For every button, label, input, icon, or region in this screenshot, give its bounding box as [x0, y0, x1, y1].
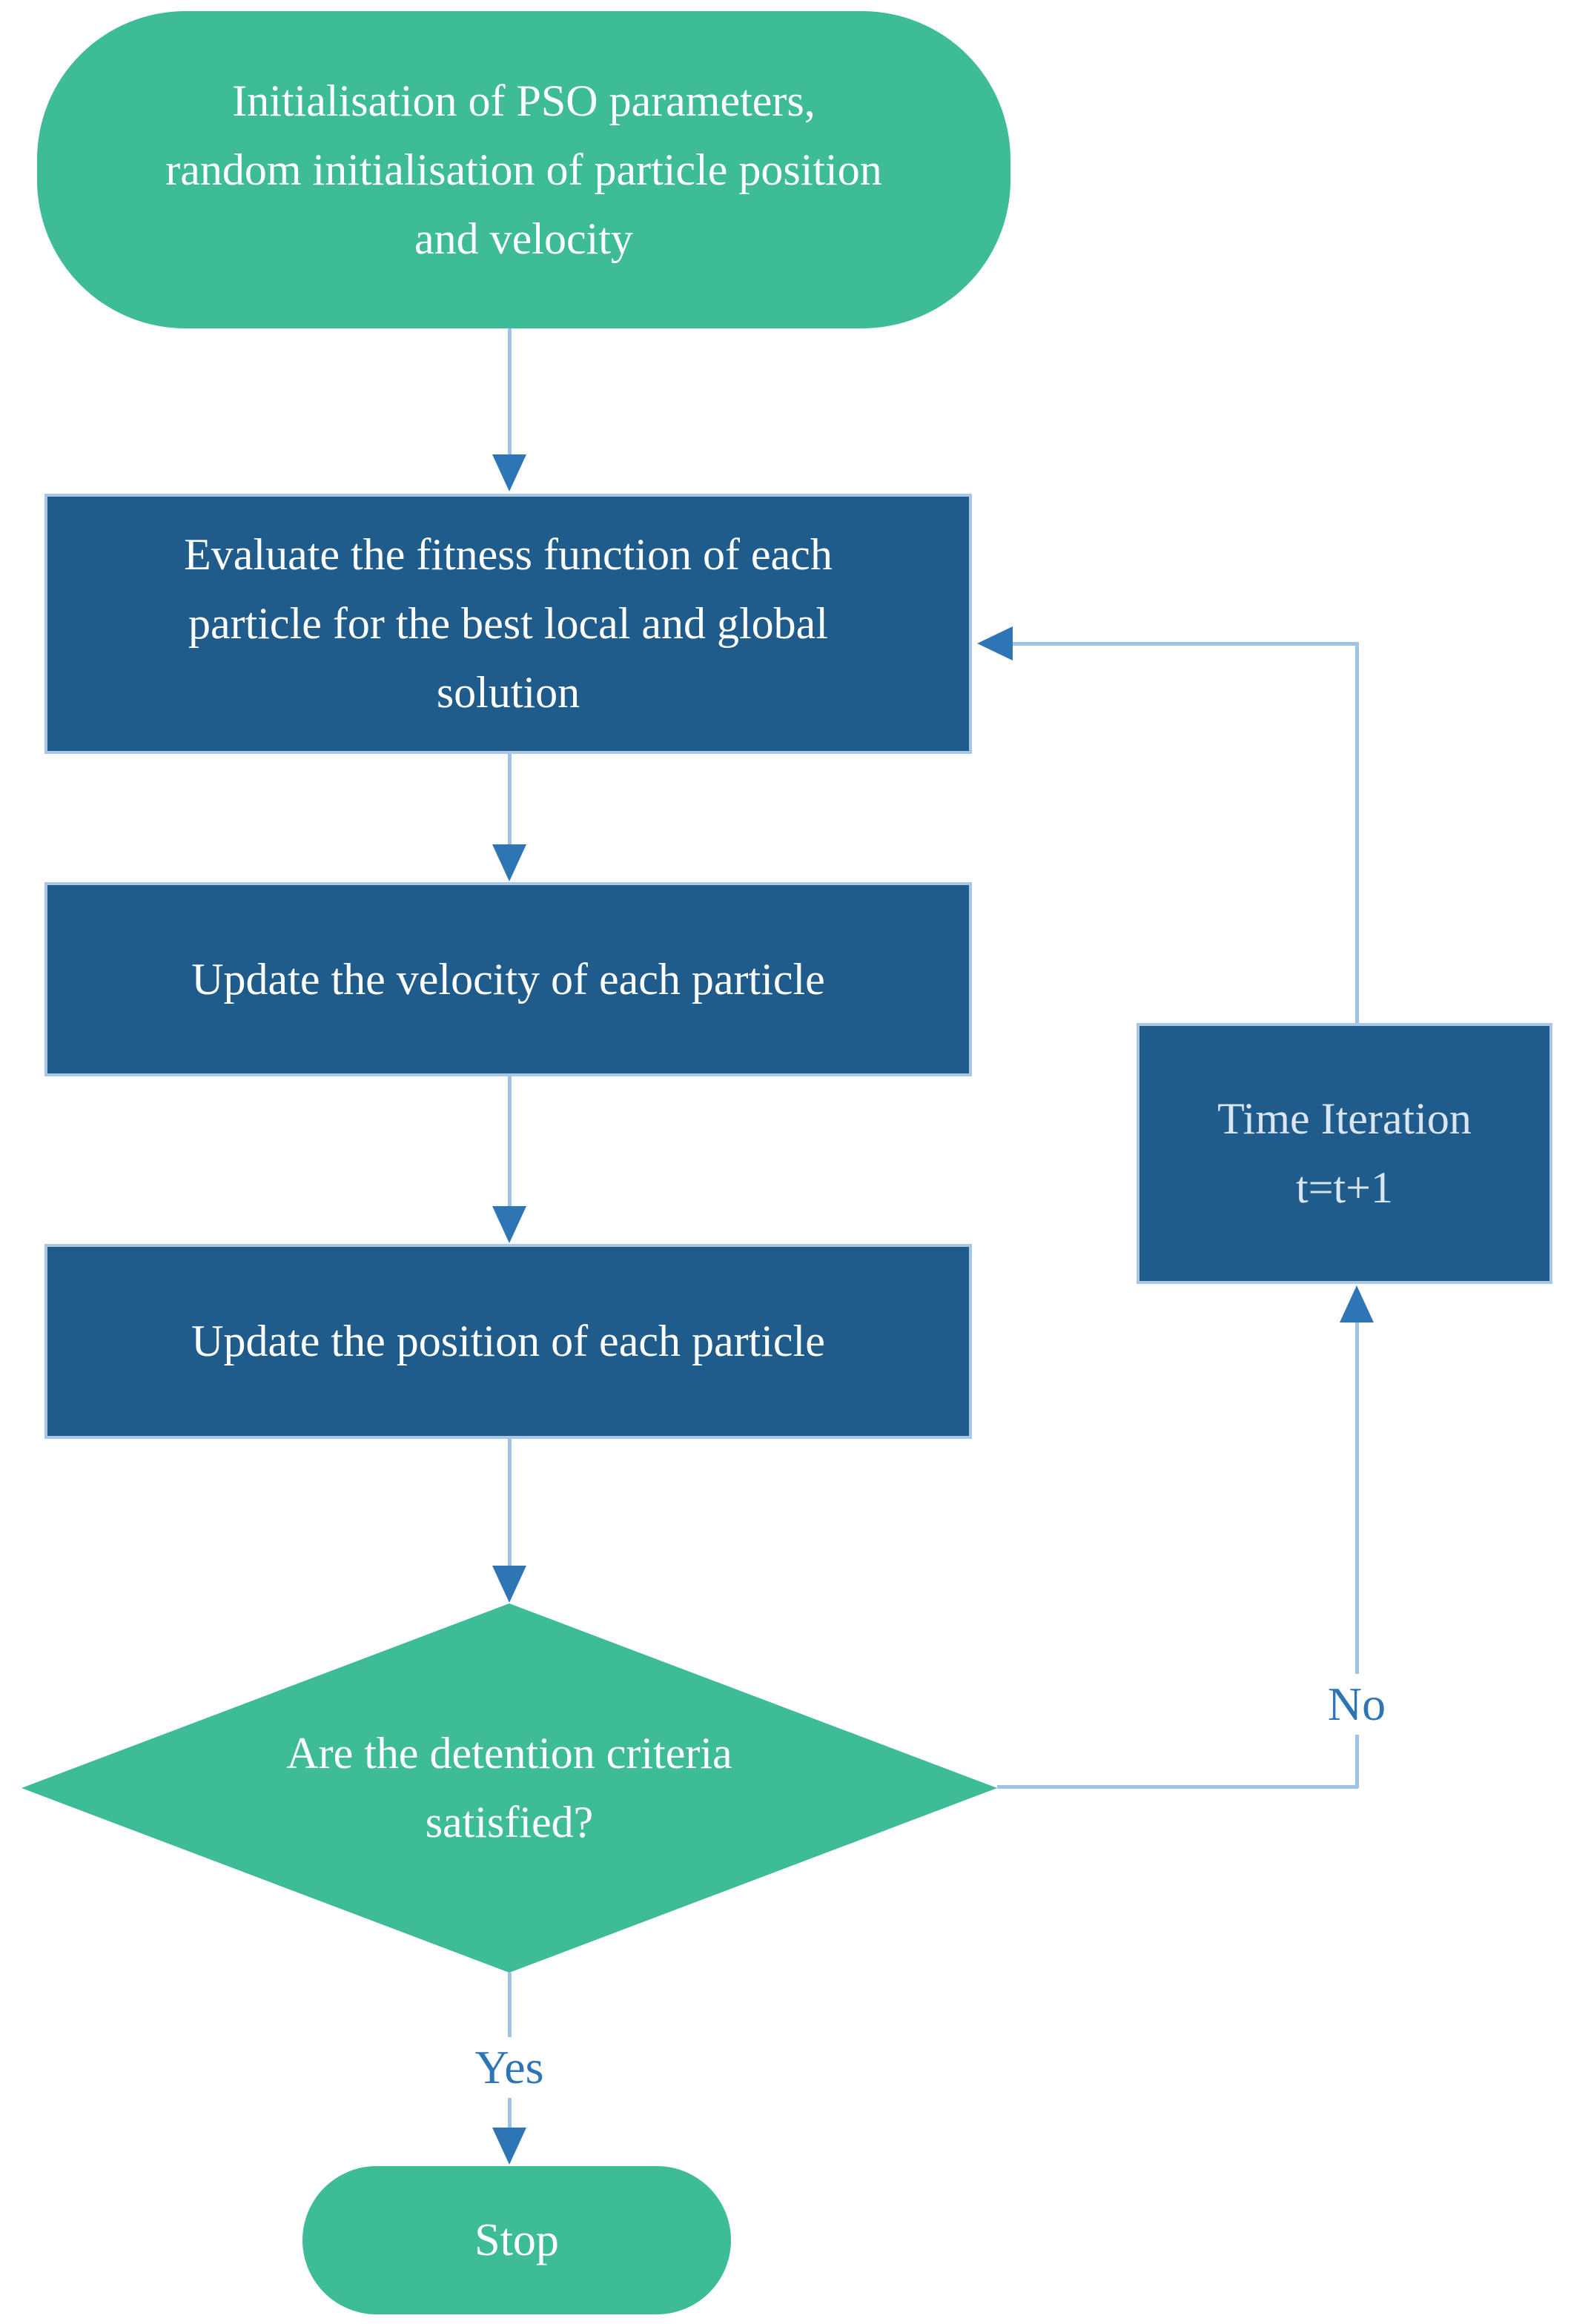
edge-no-vertical-line [1355, 1321, 1359, 1788]
edge-feedback-horizontal-line [1013, 642, 1357, 646]
arrowhead-down-icon [492, 454, 526, 491]
edge-velocity-to-position-line [508, 1076, 512, 1206]
edge-start-to-evaluate-line [508, 328, 512, 454]
arrowhead-down-icon [492, 1206, 526, 1243]
arrowhead-down-icon [492, 2128, 526, 2165]
node-stop-label: Stop [474, 2214, 559, 2265]
node-update-position: Update the position of each particle [44, 1244, 972, 1439]
edge-position-to-decision-line [508, 1439, 512, 1566]
edge-decision-to-no-corner-line [997, 1785, 1358, 1789]
node-start-terminator: Initialisation of PSO parameters,random … [37, 11, 1010, 328]
arrowhead-up-icon [1340, 1285, 1374, 1322]
node-update-velocity-label: Update the velocity of each particle [191, 954, 825, 1004]
arrowhead-left-icon [977, 626, 1013, 661]
edge-feedback-vertical-line [1355, 642, 1359, 1023]
node-update-position-label: Update the position of each particle [191, 1317, 825, 1365]
edge-evaluate-to-velocity-line [508, 754, 512, 844]
edge-label-no: No [1317, 1674, 1397, 1735]
arrowhead-down-icon [492, 1566, 526, 1603]
edge-label-yes: Yes [464, 2037, 555, 2099]
node-stop-terminator: Stop [302, 2166, 731, 2314]
node-start-label: Initialisation of PSO parameters,random … [165, 76, 882, 263]
node-update-velocity: Update the velocity of each particle [44, 882, 972, 1076]
arrowhead-down-icon [492, 844, 526, 881]
